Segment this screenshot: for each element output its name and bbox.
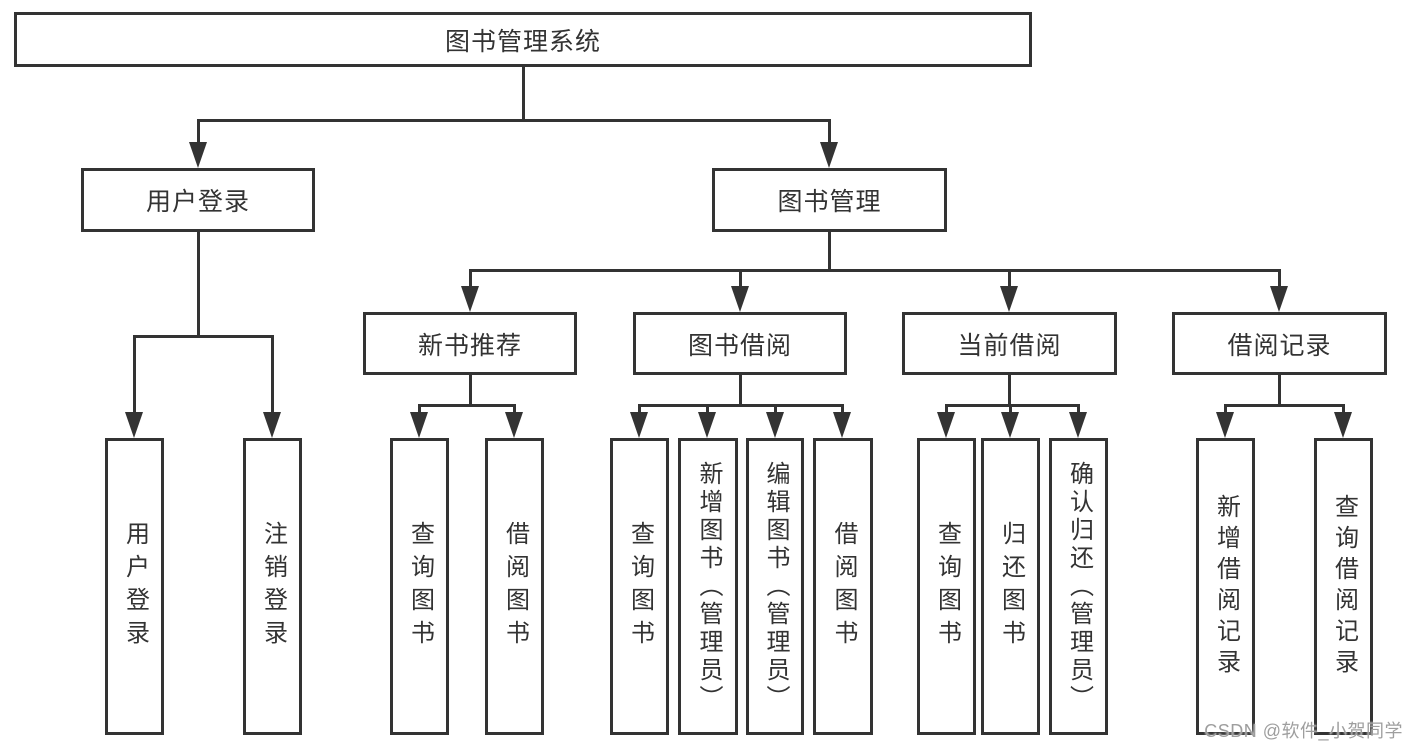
leaf-label: 查询借阅记录: [1330, 493, 1358, 680]
node-label: 当前借阅: [957, 331, 1062, 360]
node-borrow-records: 借阅记录: [1172, 312, 1387, 375]
connector-line: [197, 119, 831, 122]
arrow-down-icon: [410, 412, 428, 438]
leaf-label: 借阅图书: [501, 520, 529, 653]
arrow-down-icon: [1069, 412, 1087, 438]
connector-line: [739, 375, 742, 405]
connector-line: [1009, 404, 1012, 416]
connector-line: [197, 232, 200, 336]
arrow-down-icon: [1334, 412, 1352, 438]
connector-line: [134, 335, 273, 338]
connector-line: [513, 404, 516, 416]
node-book-management: 图书管理: [712, 168, 947, 232]
arrow-down-icon: [461, 286, 479, 312]
node-current-borrow: 当前借阅: [902, 312, 1117, 375]
leaf-label: 注销登录: [259, 520, 287, 653]
node-new-book-recommend: 新书推荐: [363, 312, 577, 375]
connector-line: [774, 404, 777, 416]
arrow-down-icon: [937, 412, 955, 438]
arrow-down-icon: [630, 412, 648, 438]
leaf-label: 新增图书（管理员）: [695, 460, 722, 713]
connector-line: [469, 269, 472, 292]
connector-line: [197, 119, 200, 146]
connector-line: [1278, 269, 1281, 292]
arrow-down-icon: [1216, 412, 1234, 438]
connector-line: [1278, 375, 1281, 405]
connector-line: [1008, 375, 1011, 405]
leaf-query-books-current: 查询图书: [917, 438, 976, 735]
leaf-add-borrow-record: 新增借阅记录: [1196, 438, 1255, 735]
leaf-return-books: 归还图书: [981, 438, 1040, 735]
connector-line: [419, 404, 515, 407]
arrow-down-icon: [263, 412, 281, 438]
connector-line: [1008, 269, 1011, 292]
connector-line: [133, 335, 136, 415]
leaf-logout: 注销登录: [243, 438, 302, 735]
arrow-down-icon: [698, 412, 716, 438]
node-label: 用户登录: [145, 188, 250, 216]
connector-line: [828, 119, 831, 146]
connector-line: [739, 269, 742, 292]
arrow-down-icon: [125, 412, 143, 438]
node-user-login: 用户登录: [81, 168, 315, 232]
connector-line: [1342, 404, 1345, 416]
leaf-label: 借阅图书: [830, 520, 857, 653]
arrow-down-icon: [833, 412, 851, 438]
arrow-down-icon: [1270, 286, 1288, 312]
leaf-borrow-books: 借阅图书: [813, 438, 873, 735]
connector-line: [841, 404, 844, 416]
node-label: 图书管理系统: [444, 27, 601, 56]
connector-line: [946, 404, 1079, 407]
node-label: 图书借阅: [687, 331, 792, 360]
node-label: 图书管理: [777, 188, 882, 216]
leaf-user-login: 用户登录: [105, 438, 164, 735]
arrow-down-icon: [1001, 412, 1019, 438]
connector-line: [1224, 404, 1227, 416]
connector-line: [271, 335, 274, 415]
leaf-label: 查询图书: [406, 520, 434, 653]
connector-line: [639, 404, 843, 407]
connector-line: [1225, 404, 1344, 407]
leaf-label: 查询图书: [626, 520, 654, 653]
connector-line: [828, 232, 831, 270]
arrow-down-icon: [1000, 286, 1018, 312]
leaf-label: 用户登录: [121, 520, 149, 653]
arrow-down-icon: [731, 286, 749, 312]
leaf-borrow-books-recommend: 借阅图书: [485, 438, 544, 735]
leaf-label: 确认归还（管理员）: [1065, 460, 1093, 713]
node-book-borrow: 图书借阅: [633, 312, 847, 375]
connector-line: [522, 67, 525, 120]
leaf-label: 新增借阅记录: [1212, 493, 1240, 680]
leaf-label: 查询图书: [933, 520, 961, 653]
connector-line: [418, 404, 421, 416]
leaf-confirm-return-admin: 确认归还（管理员）: [1049, 438, 1108, 735]
leaf-query-books-recommend: 查询图书: [390, 438, 449, 735]
arrow-down-icon: [766, 412, 784, 438]
node-root: 图书管理系统: [14, 12, 1032, 67]
leaf-query-borrow-record: 查询借阅记录: [1314, 438, 1373, 735]
connector-line: [1077, 404, 1080, 416]
connector-line: [945, 404, 948, 416]
arrow-down-icon: [505, 412, 523, 438]
arrow-down-icon: [820, 142, 838, 168]
leaf-label: 归还图书: [997, 520, 1025, 653]
connector-line: [638, 404, 641, 416]
node-label: 新书推荐: [417, 331, 522, 360]
arrow-down-icon: [189, 142, 207, 168]
connector-line: [469, 269, 1280, 272]
watermark: CSDN @软件_小贺同学: [1204, 721, 1403, 741]
connector-line: [706, 404, 709, 416]
leaf-query-books-borrow: 查询图书: [610, 438, 669, 735]
connector-line: [469, 375, 472, 405]
leaf-edit-books-admin: 编辑图书（管理员）: [746, 438, 804, 735]
node-label: 借阅记录: [1227, 331, 1332, 360]
leaf-add-books-admin: 新增图书（管理员）: [678, 438, 738, 735]
leaf-label: 编辑图书（管理员）: [762, 460, 789, 713]
